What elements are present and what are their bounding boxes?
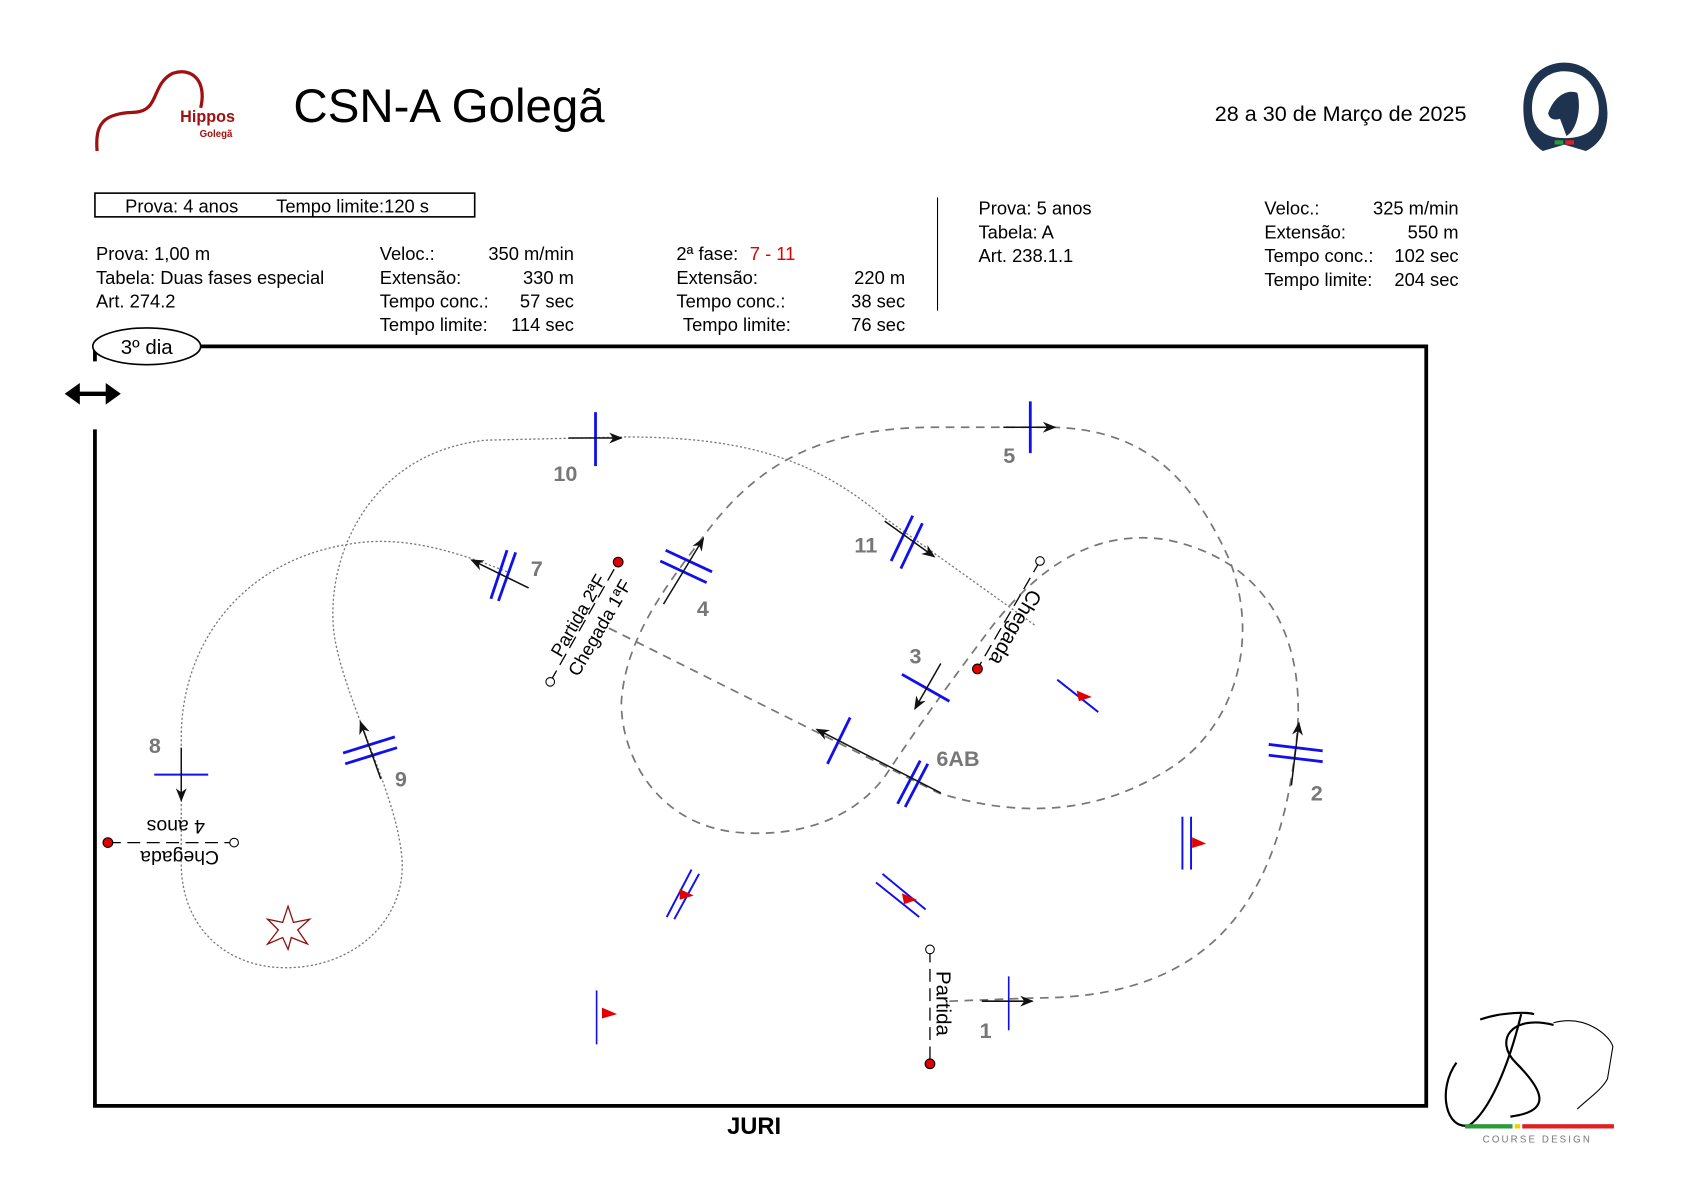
finish-line-4anos: 4 anos Chegada — [102, 815, 239, 868]
svg-text:10: 10 — [553, 461, 577, 486]
obstacle-11: 11 — [854, 515, 936, 570]
svg-text:2ª fase:: 2ª fase: — [676, 243, 738, 264]
obstacle-9: 9 — [342, 720, 407, 791]
start-finish-phase-line: Partida 2ªF Chegada 1ªF — [545, 556, 636, 687]
svg-text:114 sec: 114 sec — [511, 314, 574, 335]
course-designer-logo: COURSE DESIGN — [1444, 1011, 1614, 1146]
svg-text:Tempo limite:: Tempo limite: — [1264, 269, 1372, 290]
event-title: CSN-A Golegã — [293, 80, 605, 133]
svg-text:102 sec: 102 sec — [1394, 245, 1458, 266]
svg-text:Extensão:: Extensão: — [1264, 221, 1346, 242]
finish-line-5anos: Chegada — [972, 556, 1046, 675]
obstacle-4: 4 — [659, 537, 713, 621]
flower-decoration-icon — [265, 904, 312, 952]
svg-text:38 sec: 38 sec — [851, 290, 905, 311]
svg-text:9: 9 — [395, 766, 407, 791]
class-5anos-info: Prova: 5 anos Tabela: A Art. 238.1.1 Vel… — [979, 198, 1459, 290]
tempo-limite-4anos: Tempo limite:120 s — [276, 196, 429, 217]
fep-logo — [1523, 62, 1608, 152]
hippos-logo: Hippos Golegã — [95, 70, 235, 152]
svg-text:330 m: 330 m — [523, 267, 574, 288]
obstacle-8: 8 — [149, 733, 209, 802]
class-main-info: Prova: 1,00 m Tabela: Duas fases especia… — [96, 243, 905, 335]
class-4anos-box — [94, 192, 476, 218]
route-5anos — [603, 426, 1299, 1003]
svg-text:Prova: 5 anos: Prova: 5 anos — [979, 198, 1092, 219]
svg-text:Golegã: Golegã — [200, 129, 233, 140]
obstacle-6ab: 6AB — [815, 716, 980, 808]
svg-text:Chegada: Chegada — [984, 585, 1046, 669]
svg-text:4: 4 — [697, 596, 709, 621]
svg-text:Extensão:: Extensão: — [380, 267, 462, 288]
obstacle-5: 5 — [1003, 401, 1057, 468]
svg-text:Veloc.:: Veloc.: — [1264, 198, 1319, 219]
svg-text:220 m: 220 m — [854, 267, 905, 288]
obstacle-3: 3 — [901, 644, 951, 710]
svg-text:204 sec: 204 sec — [1394, 269, 1458, 290]
practice-fences — [595, 678, 1207, 1045]
jury-label: JURI — [727, 1114, 781, 1140]
obstacle-1: 1 — [980, 976, 1034, 1043]
svg-text:Tempo conc.:: Tempo conc.: — [380, 290, 489, 311]
svg-text:Veloc.:: Veloc.: — [380, 243, 435, 264]
svg-text:8: 8 — [149, 733, 161, 758]
svg-text:Hippos: Hippos — [180, 108, 235, 126]
obstacle-10: 10 — [553, 412, 623, 486]
double-arrow-icon — [64, 383, 121, 405]
svg-text:Tempo limite:: Tempo limite: — [683, 314, 791, 335]
svg-text:57 sec: 57 sec — [520, 290, 574, 311]
svg-text:5: 5 — [1003, 443, 1015, 468]
svg-text:550 m: 550 m — [1408, 221, 1459, 242]
svg-text:Prova: 1,00 m: Prova: 1,00 m — [96, 243, 210, 264]
svg-text:Extensão:: Extensão: — [676, 267, 758, 288]
start-line-5anos: Partida — [924, 944, 954, 1070]
svg-text:Partida: Partida — [931, 971, 954, 1037]
obstacle-7: 7 — [470, 549, 543, 602]
svg-text:4 anos: 4 anos — [147, 815, 205, 837]
svg-text:Tempo conc.:: Tempo conc.: — [1264, 245, 1373, 266]
obstacle-2: 2 — [1268, 721, 1323, 806]
svg-text:Tempo conc.:: Tempo conc.: — [676, 290, 785, 311]
route-phase2 — [180, 436, 1037, 969]
svg-text:Art. 238.1.1: Art. 238.1.1 — [979, 245, 1074, 266]
svg-text:Art. 274.2: Art. 274.2 — [96, 290, 175, 311]
svg-text:325 m/min: 325 m/min — [1373, 198, 1459, 219]
svg-text:Tabela: Duas fases especial: Tabela: Duas fases especial — [96, 267, 324, 288]
svg-text:76 sec: 76 sec — [851, 314, 905, 335]
event-date: 28 a 30 de Março de 2025 — [1215, 101, 1467, 126]
arena-border — [93, 344, 1429, 1108]
svg-text:COURSE DESIGN: COURSE DESIGN — [1483, 1135, 1592, 1146]
svg-text:350 m/min: 350 m/min — [488, 243, 574, 264]
day-badge-label: 3º dia — [121, 336, 174, 359]
svg-text:Tempo limite:: Tempo limite: — [380, 314, 488, 335]
prova-4anos: Prova: 4 anos — [125, 196, 238, 217]
svg-text:1: 1 — [980, 1018, 992, 1043]
day-badge — [91, 327, 202, 366]
svg-text:Tabela: A: Tabela: A — [979, 221, 1055, 242]
svg-text:11: 11 — [854, 532, 877, 557]
svg-text:7 - 11: 7 - 11 — [750, 243, 796, 264]
svg-text:3: 3 — [909, 644, 921, 669]
svg-text:Chegada: Chegada — [140, 846, 219, 868]
svg-text:7: 7 — [531, 556, 543, 581]
svg-text:6AB: 6AB — [936, 746, 979, 771]
svg-text:2: 2 — [1311, 781, 1323, 806]
